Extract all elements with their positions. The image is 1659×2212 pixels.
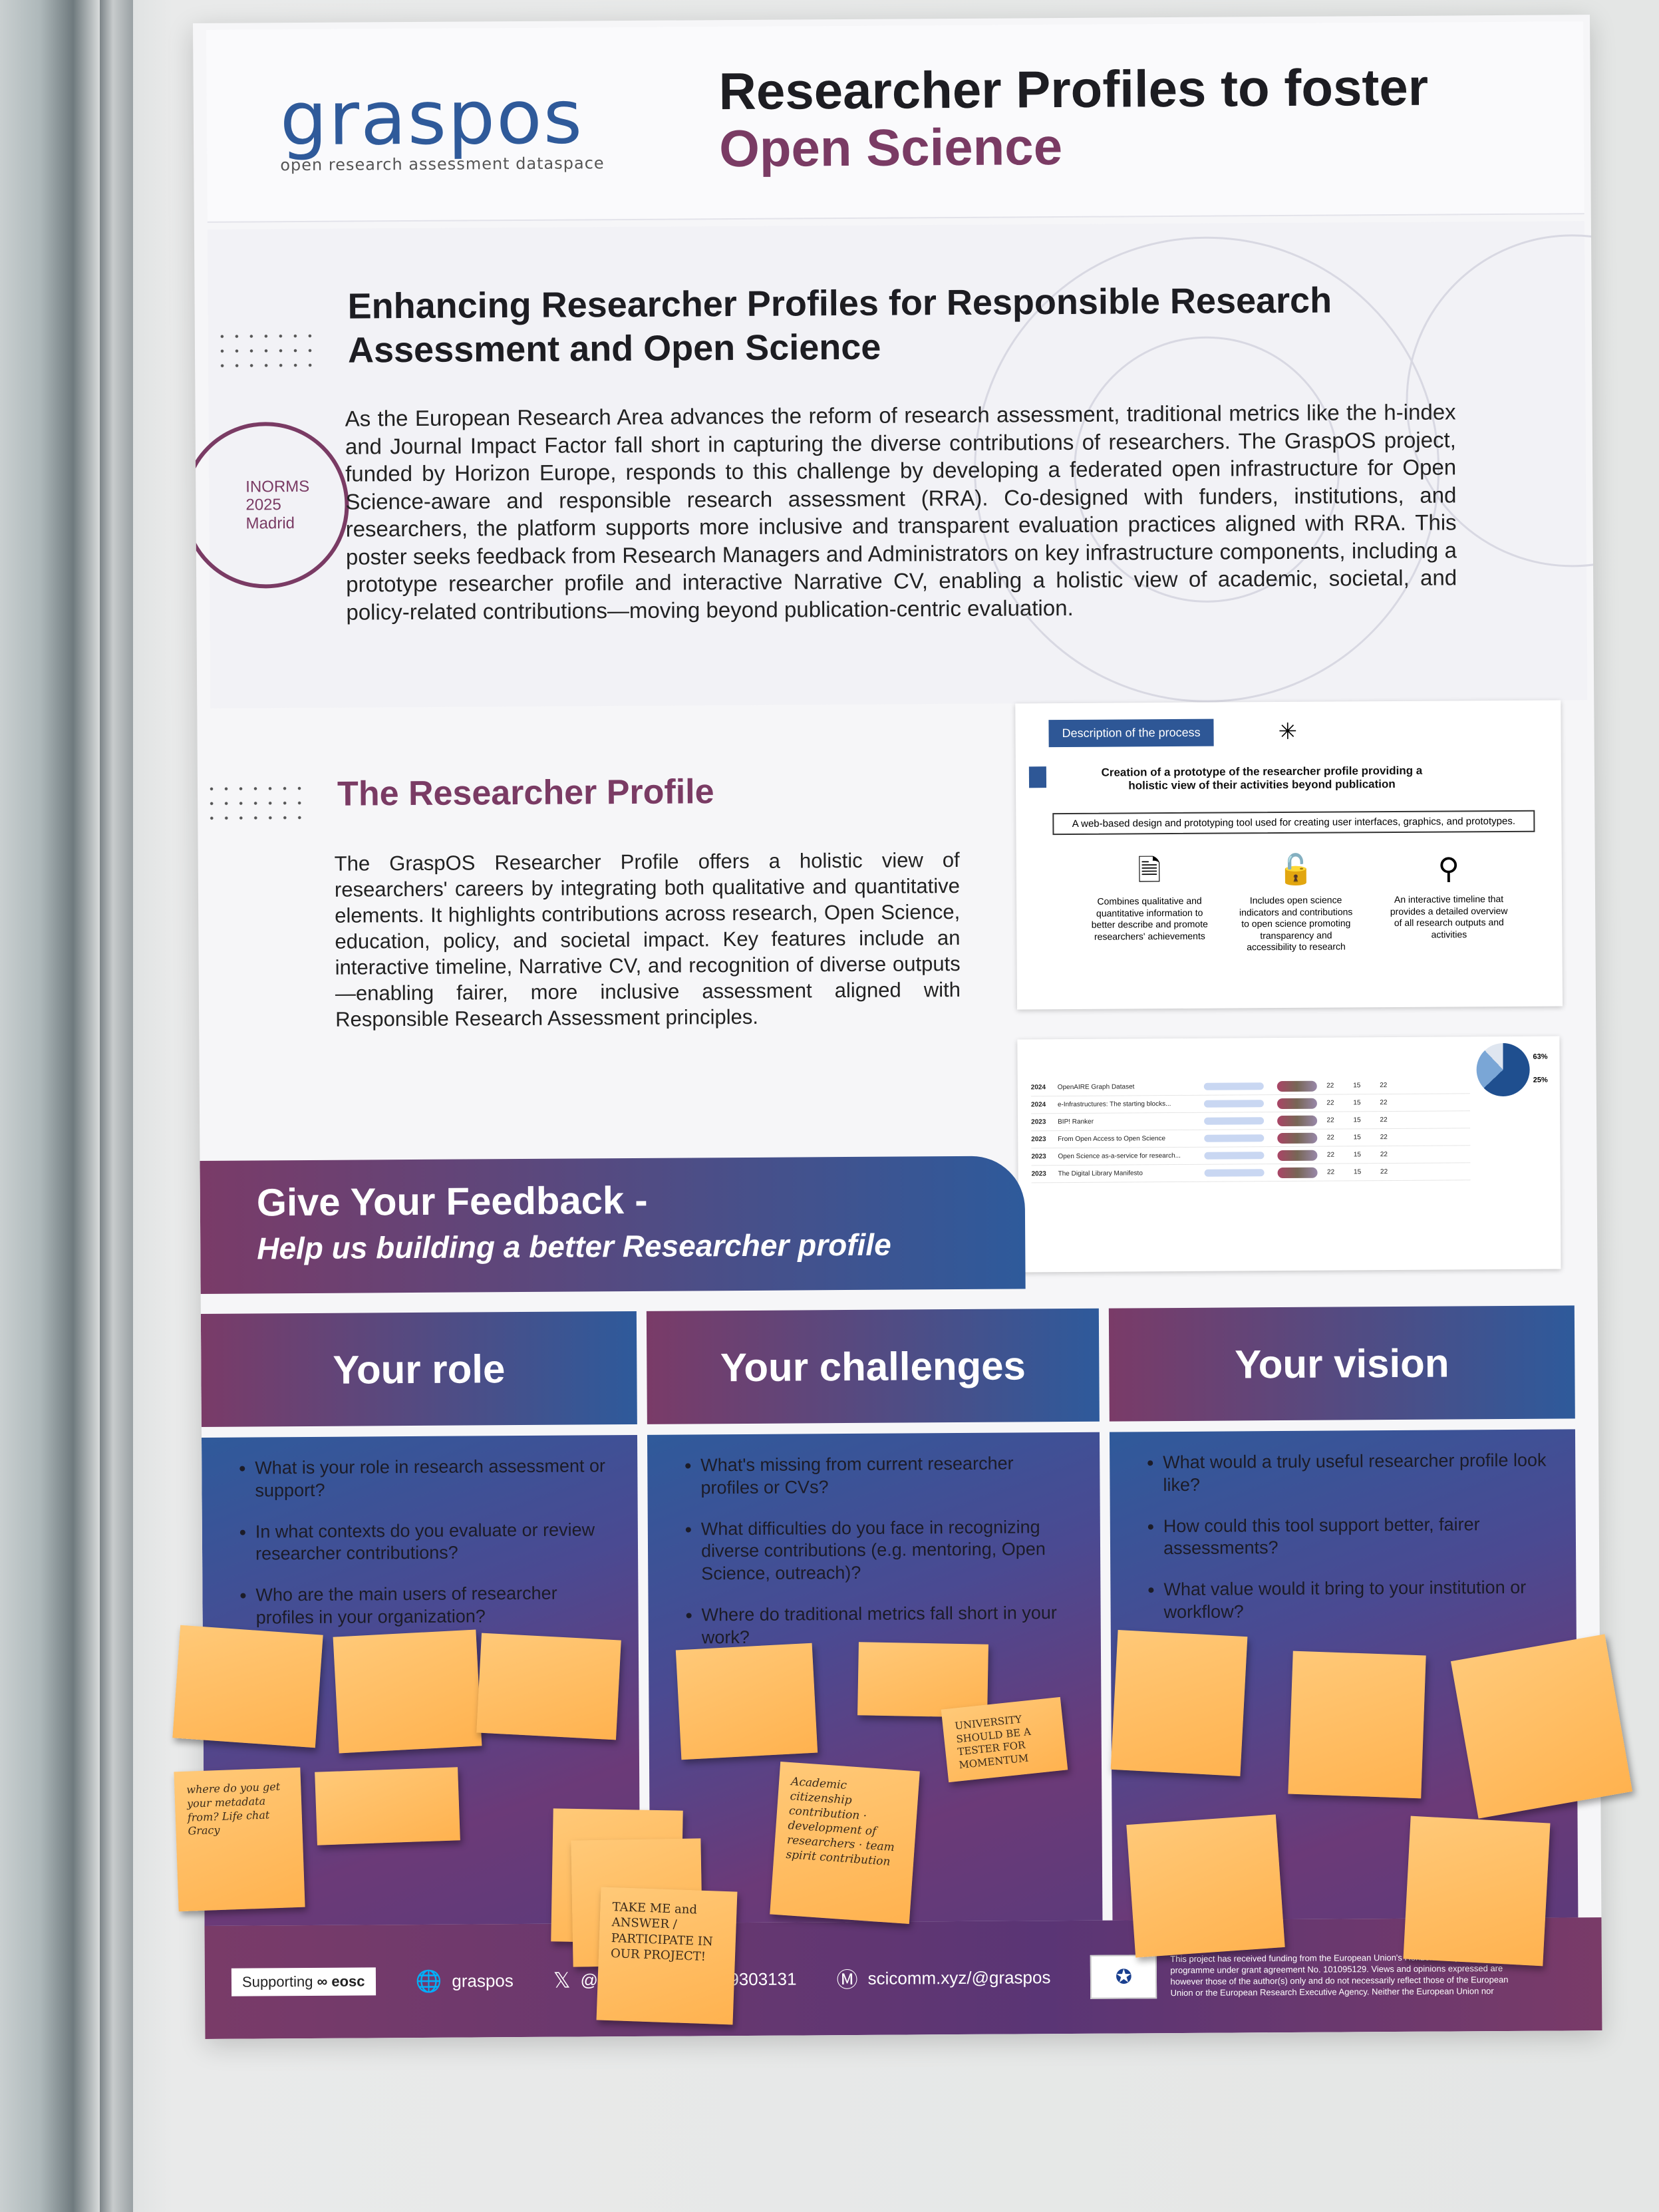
logo-tagline: open research assessment dataspace [280, 154, 605, 175]
avatar [1277, 1167, 1318, 1178]
avatar [1277, 1098, 1317, 1109]
sticky-note-handwritten: TAKE ME and ANSWER / PARTICIPATE IN OUR … [596, 1887, 738, 2025]
profile-heading: The Researcher Profile [337, 772, 714, 814]
pie-chart [1476, 1042, 1530, 1097]
sticky-note [172, 1625, 323, 1748]
poster-footer: Supporting ∞ eosc 🌐graspos 𝕏@GraspOS_p 9… [193, 1917, 1602, 2039]
pie-value-a: 63% [1533, 1052, 1548, 1061]
x-icon: 𝕏 [553, 1968, 571, 1992]
feature-text: An interactive timeline that provides a … [1390, 893, 1508, 940]
question: In what contexts do you evaluate or revi… [255, 1519, 611, 1566]
feedback-line-2: Help us building a better Researcher pro… [257, 1227, 891, 1266]
column-title: Your vision [1108, 1305, 1575, 1422]
graspos-logo: graspos open research assessment dataspa… [279, 74, 604, 174]
sticky-note [476, 1633, 621, 1740]
sticky-note-handwritten: Academic citizenship contribution · deve… [770, 1761, 920, 1925]
sticky-note [1403, 1816, 1551, 1967]
open-lock-icon: 🔓 [1277, 853, 1314, 887]
sticky-note [675, 1643, 818, 1760]
process-label: Description of the process [1048, 718, 1214, 748]
feature: ⚲ An interactive timeline that provides … [1389, 850, 1509, 941]
eosc-badge: Supporting ∞ eosc [231, 1967, 376, 1996]
question: How could this tool support better, fair… [1163, 1513, 1549, 1560]
title-line-2: Open Science [718, 116, 1063, 178]
feedback-banner: Give Your Feedback - Help us building a … [200, 1156, 1026, 1294]
title-line-1: Researcher Profiles to foster [718, 57, 1429, 121]
sticky-note-handwritten: where do you get your metadata from? Lif… [174, 1767, 305, 1912]
note-text: UNIVERSITY SHOULD BE A TESTER FOR MOMENT… [954, 1713, 1032, 1771]
footer-zenodo[interactable]: 9303131 [729, 1969, 797, 1989]
note-text: TAKE ME and ANSWER / PARTICIPATE IN OUR … [610, 1900, 714, 1965]
pie-value-b: 25% [1533, 1076, 1548, 1084]
badge-text: INORMS 2025 Madrid [245, 477, 310, 533]
feature: 🔓 Includes open science indicators and c… [1236, 851, 1356, 953]
sticky-note-handwritten: UNIVERSITY SHOULD BE A TESTER FOR MOMENT… [941, 1696, 1068, 1783]
question: Who are the main users of researcher pro… [255, 1582, 611, 1629]
feature: 🗎 Combines qualitative and quantitative … [1090, 852, 1210, 943]
mastodon-icon: Ⓜ [836, 1967, 858, 1992]
avatar [1277, 1115, 1318, 1126]
process-title: Creation of a prototype of the researche… [1101, 764, 1423, 792]
sticky-note [1450, 1634, 1633, 1819]
note-text: Academic citizenship contribution · deve… [785, 1775, 895, 1869]
eu-flag-icon: ✪ [1090, 1955, 1157, 1999]
poster-title: Researcher Profiles to foster Open Scien… [718, 57, 1429, 178]
sticky-note [333, 1629, 482, 1754]
note-text: where do you get your metadata from? Lif… [186, 1780, 281, 1838]
decor-dots [204, 780, 311, 822]
intro-section: INORMS 2025 Madrid Enhancing Researcher … [193, 221, 1602, 709]
decor-dots [214, 328, 322, 369]
avatar [1277, 1132, 1318, 1144]
question: What is your role in research assessment… [255, 1455, 611, 1502]
sticky-note [1110, 1630, 1248, 1776]
sticky-note [1288, 1651, 1426, 1799]
slide-accent [1028, 766, 1047, 788]
sticky-note [315, 1767, 460, 1845]
question: Where do traditional metrics fall short … [702, 1602, 1074, 1649]
footer-web[interactable]: 🌐graspos [415, 1969, 514, 1994]
logo-word: graspos [279, 74, 584, 163]
profile-paragraph: The GraspOS Researcher Profile offers a … [334, 848, 961, 1032]
question: What difficulties do you face in recogni… [701, 1515, 1074, 1585]
feature-text: Includes open science indicators and con… [1239, 894, 1353, 953]
avatar [1277, 1150, 1318, 1161]
column-title: Your role [200, 1311, 637, 1427]
globe-icon: 🌐 [415, 1969, 442, 1994]
door-frame [100, 0, 133, 2212]
process-slide: Description of the process ✳ Creation of… [1015, 700, 1563, 1010]
poster-header: graspos open research assessment dataspa… [206, 21, 1584, 223]
question: What would a truly useful researcher pro… [1163, 1450, 1549, 1497]
avatar [1277, 1080, 1317, 1092]
process-tool: A web-based design and prototyping tool … [1052, 810, 1535, 836]
column-title: Your challenges [646, 1308, 1100, 1424]
sticky-note [1126, 1814, 1285, 1958]
feedback-line-1: Give Your Feedback - [256, 1178, 648, 1225]
intro-heading: Enhancing Researcher Profiles for Respon… [347, 280, 1332, 371]
intro-paragraph: As the European Research Area advances t… [345, 399, 1457, 625]
document-icon: 🗎 [1137, 854, 1161, 887]
feature-text: Combines qualitative and quantitative in… [1091, 895, 1208, 942]
network-icon: ✳ [1278, 718, 1298, 745]
question: What value would it bring to your instit… [1163, 1577, 1549, 1624]
question: What's missing from current researcher p… [700, 1452, 1073, 1500]
inorms-badge: INORMS 2025 Madrid [193, 421, 350, 589]
timeline-icon: ⚲ [1437, 852, 1460, 885]
